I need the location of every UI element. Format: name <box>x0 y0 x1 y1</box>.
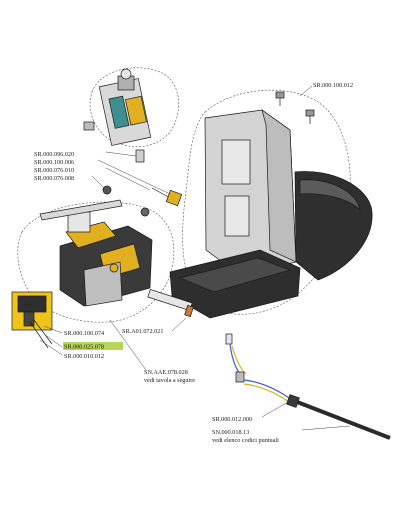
group-outline-boiler <box>17 201 175 323</box>
label-sr-000-100-012: SR.000.100.012 <box>313 82 353 89</box>
boiler-assembly <box>39 199 153 307</box>
label-sr-000-012-000: SR.000.012.000 <box>212 416 252 423</box>
heating-tube <box>147 288 194 318</box>
leader-lines <box>39 85 351 431</box>
label-vedi-elenco: vedi elenco codici puntuali <box>212 437 279 444</box>
group-outline-top <box>89 67 179 148</box>
label-sr-000-100-074: SR.000.100.074 <box>64 330 104 337</box>
power-cable <box>225 333 391 440</box>
pump-assembly <box>83 68 152 146</box>
label-sr-000-076-008: SR.000.076.008 <box>34 175 74 182</box>
frame-chassis <box>169 109 373 319</box>
screw-pair <box>275 91 315 124</box>
label-sn-aae-078-028: SN.AAE.078.028 <box>144 369 188 376</box>
label-sr-000-010-012: SR.000.010.012 <box>64 353 104 360</box>
group-outline-frame <box>182 89 351 315</box>
label-sr-000-076-010: SR.000.076.010 <box>34 167 74 174</box>
label-sr-000-096-020: SR.000.096.020 <box>34 151 74 158</box>
highlighted-solenoid <box>11 291 53 349</box>
label-sr-000-025-078: SR.000.025.078 <box>64 344 104 351</box>
part-labels: SR.000.100.012 SR.000.096.020 SR.000.100… <box>34 82 353 444</box>
label-sr-000-100-006: SR.000.100.006 <box>34 159 74 166</box>
highlight-box <box>63 342 123 350</box>
label-sn-000-018-13: SN.000.018.13 <box>212 429 249 436</box>
fitting-parts <box>102 149 183 217</box>
label-sr-a01-072-021: SR.A01.072.021 <box>122 328 163 335</box>
label-vedi-tavola: vedi tavola a seguire <box>144 377 195 384</box>
